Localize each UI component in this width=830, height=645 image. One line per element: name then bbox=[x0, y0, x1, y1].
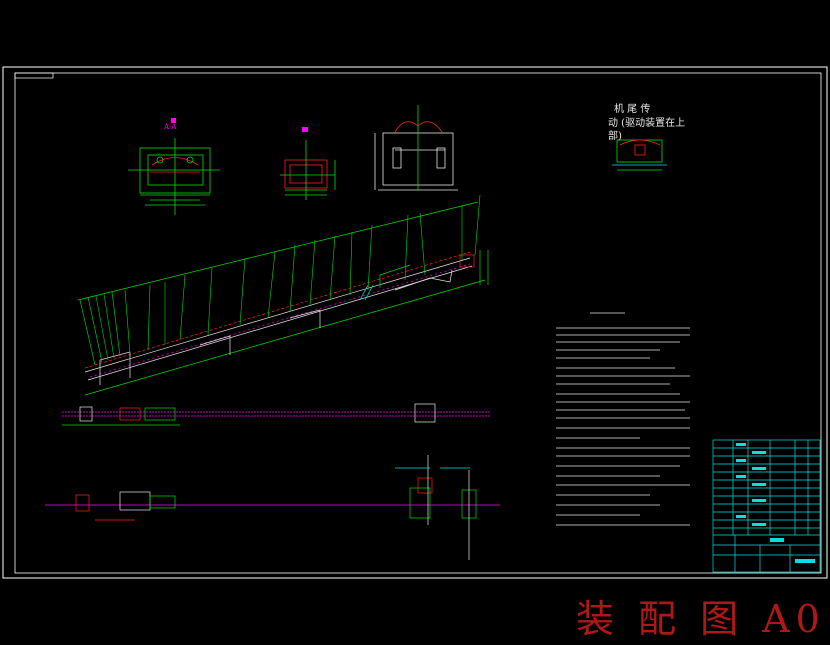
title-block-fill bbox=[736, 443, 815, 563]
sheet-outer-border bbox=[2, 66, 828, 579]
section-marker-b bbox=[302, 127, 308, 132]
section-view-a bbox=[128, 138, 220, 215]
sheet-corner-tag bbox=[14, 72, 54, 79]
inclined-conveyor bbox=[77, 201, 489, 396]
sheet-inner-border bbox=[14, 72, 822, 574]
drive-note-line2: 动 (驱动装置在上 bbox=[608, 118, 686, 129]
leader-lines bbox=[79, 194, 481, 366]
title-block-table bbox=[712, 439, 821, 573]
section-marker-a bbox=[171, 118, 176, 123]
flat-conveyor-upper bbox=[62, 403, 490, 426]
drive-note-line1: 机 尾 传 bbox=[614, 104, 651, 115]
flat-conveyor-lower bbox=[45, 455, 500, 560]
section-view-c bbox=[374, 105, 458, 191]
drive-detail-view bbox=[612, 139, 667, 171]
drawing-title: 装 配 图 A0 bbox=[576, 597, 826, 641]
section-label-a: A-A bbox=[164, 123, 177, 131]
technical-notes bbox=[556, 312, 690, 526]
section-view-b bbox=[280, 140, 336, 200]
drive-note-line3: 部) bbox=[608, 131, 622, 142]
